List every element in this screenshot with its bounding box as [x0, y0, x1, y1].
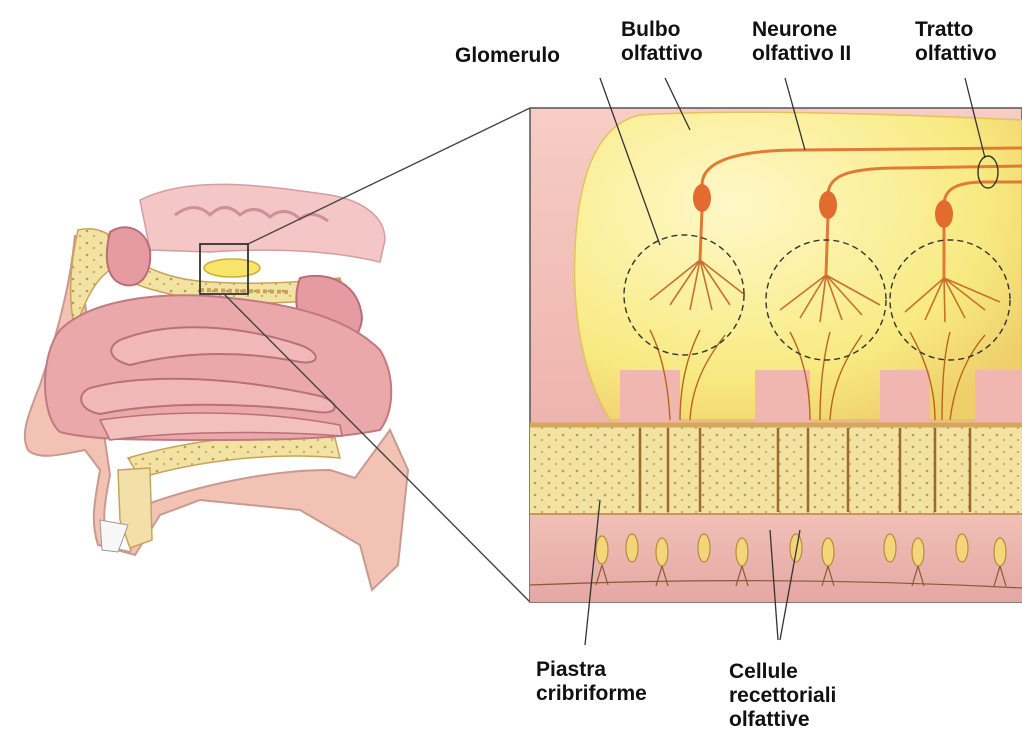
- olfactory-bulb-small: [204, 259, 260, 277]
- label-cellule-line2: recettoriali: [729, 684, 836, 708]
- nasal-cavity-section: [25, 184, 408, 590]
- bulb-gap-3: [880, 370, 930, 425]
- bulb-gap-4: [975, 370, 1022, 425]
- bulb-gap-2: [755, 370, 810, 425]
- cribriform-plate: [530, 425, 1022, 515]
- label-neurone-line1: Neurone: [752, 18, 851, 42]
- label-bulbo-line2: olfattivo: [621, 42, 703, 66]
- label-cellule-line1: Cellule: [729, 660, 836, 684]
- tooth: [100, 520, 128, 552]
- dendrite-2: [826, 215, 828, 275]
- mitral-cell-2: [819, 191, 837, 219]
- bulb-gap-1: [620, 370, 680, 425]
- label-tratto-olfattivo: Tratto olfattivo: [915, 18, 997, 66]
- mitral-cell-3: [935, 200, 953, 228]
- label-cellule-line3: olfattive: [729, 708, 836, 732]
- label-neurone-line2: olfattivo II: [752, 42, 851, 66]
- zoom-line-top: [248, 108, 530, 244]
- label-piastra-line1: Piastra: [536, 658, 647, 682]
- label-glomerulo-line1: Glomerulo: [455, 44, 560, 68]
- mitral-cell-1: [693, 184, 711, 212]
- label-bulbo-olfattivo: Bulbo olfattivo: [621, 18, 703, 66]
- frontal-sinus: [107, 227, 150, 285]
- label-bulbo-line1: Bulbo: [621, 18, 703, 42]
- label-piastra-line2: cribriforme: [536, 682, 647, 706]
- label-tratto-line2: olfattivo: [915, 42, 997, 66]
- label-tratto-line1: Tratto: [915, 18, 997, 42]
- label-piastra-cribriforme: Piastra cribriforme: [536, 658, 647, 706]
- label-neurone-olfattivo: Neurone olfattivo II: [752, 18, 851, 66]
- label-cellule-recettoriali: Cellule recettoriali olfattive: [729, 660, 836, 732]
- magnified-panel: [530, 108, 1022, 602]
- label-glomerulo: Glomerulo: [455, 44, 560, 68]
- dendrite-1: [700, 210, 702, 260]
